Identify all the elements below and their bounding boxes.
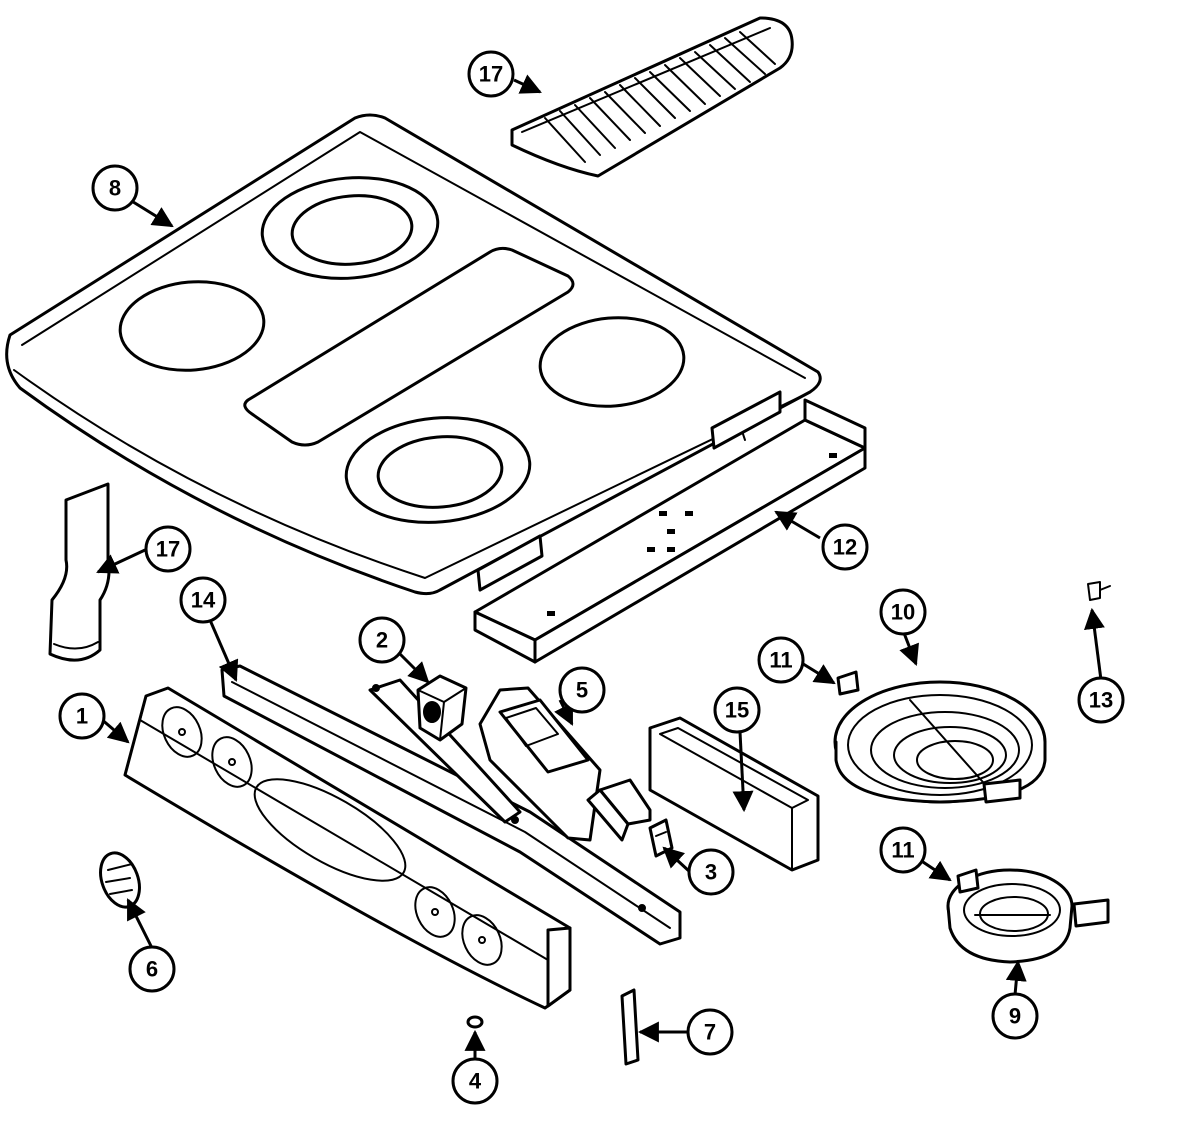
svg-text:13: 13 [1089, 688, 1113, 713]
callout-11-lower: 11 [879, 826, 927, 874]
callout-10: 10 [879, 588, 927, 636]
svg-text:14: 14 [191, 588, 216, 613]
part-housing [648, 716, 820, 872]
part-cooktop [5, 113, 822, 596]
callout-5: 5 [558, 666, 606, 714]
svg-text:15: 15 [725, 698, 749, 723]
callout-2: 2 [358, 616, 406, 664]
svg-text:11: 11 [891, 838, 914, 863]
svg-text:1: 1 [76, 704, 88, 729]
callout-4: 4 [451, 1057, 499, 1105]
callout-12: 12 [821, 523, 869, 571]
svg-text:8: 8 [109, 176, 121, 201]
callout-3: 3 [687, 848, 735, 896]
svg-text:5: 5 [576, 678, 588, 703]
part-small-clip [1087, 581, 1111, 601]
part-large-element [833, 670, 1047, 804]
part-vent-grille [510, 16, 794, 178]
part-small-element [946, 868, 1110, 964]
part-control-bracket [220, 664, 682, 946]
part-duct [48, 482, 111, 662]
svg-text:3: 3 [705, 860, 717, 885]
callout-6: 6 [128, 945, 176, 993]
callout-15: 15 [713, 686, 761, 734]
part-knob [99, 851, 141, 909]
part-display-board [478, 686, 652, 842]
svg-text:17: 17 [479, 62, 503, 87]
part-control-panel [123, 686, 572, 1010]
svg-text:4: 4 [469, 1069, 482, 1094]
svg-text:10: 10 [891, 600, 915, 625]
part-screw [466, 1015, 484, 1029]
callout-8: 8 [91, 164, 139, 212]
svg-text:11: 11 [769, 648, 792, 673]
callouts: 17 8 17 12 14 2 5 1 15 11 10 13 3 11 9 6… [58, 50, 1125, 1105]
part-switch [416, 674, 468, 742]
callout-17: 17 [144, 525, 192, 573]
callout-1: 1 [58, 692, 106, 740]
svg-text:12: 12 [833, 535, 857, 560]
callout-16: 17 [467, 50, 515, 98]
callout-13: 13 [1077, 676, 1125, 724]
part-spacer [620, 988, 640, 1066]
svg-text:9: 9 [1009, 1004, 1021, 1029]
callout-9: 9 [991, 992, 1039, 1040]
svg-text:6: 6 [146, 957, 158, 982]
callout-14: 14 [179, 576, 227, 624]
callout-7: 7 [686, 1008, 734, 1056]
svg-text:17: 17 [156, 537, 180, 562]
svg-text:2: 2 [376, 628, 388, 653]
part-bracket-rail [473, 398, 867, 664]
callout-11-upper: 11 [757, 636, 805, 684]
svg-text:7: 7 [704, 1020, 716, 1045]
